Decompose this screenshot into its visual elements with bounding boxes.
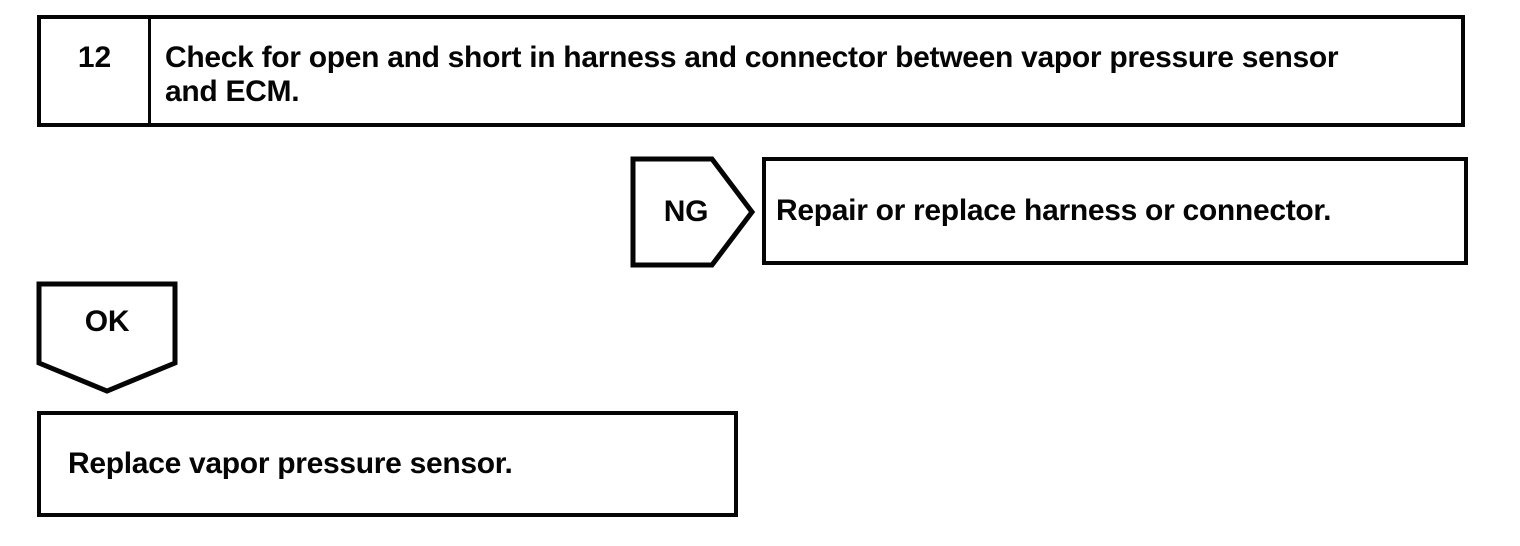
- ok-arrow-shape: [36, 281, 178, 394]
- step-instruction-text: Check for open and short in harness and …: [165, 41, 1339, 108]
- ng-connector-label: NG: [663, 195, 709, 228]
- ok-action-box: Replace vapor pressure sensor.: [37, 411, 738, 517]
- step-instruction-cell: Check for open and short in harness and …: [151, 19, 1461, 123]
- ng-arrow-shape: [630, 156, 756, 268]
- ng-action-text: Repair or replace harness or connector.: [776, 194, 1332, 227]
- step-box: 12 Check for open and short in harness a…: [37, 15, 1465, 127]
- ng-action-box: Repair or replace harness or connector.: [762, 157, 1468, 265]
- ok-action-text: Replace vapor pressure sensor.: [68, 447, 513, 480]
- ok-connector-label: OK: [84, 305, 130, 338]
- step-number: 12: [41, 19, 151, 123]
